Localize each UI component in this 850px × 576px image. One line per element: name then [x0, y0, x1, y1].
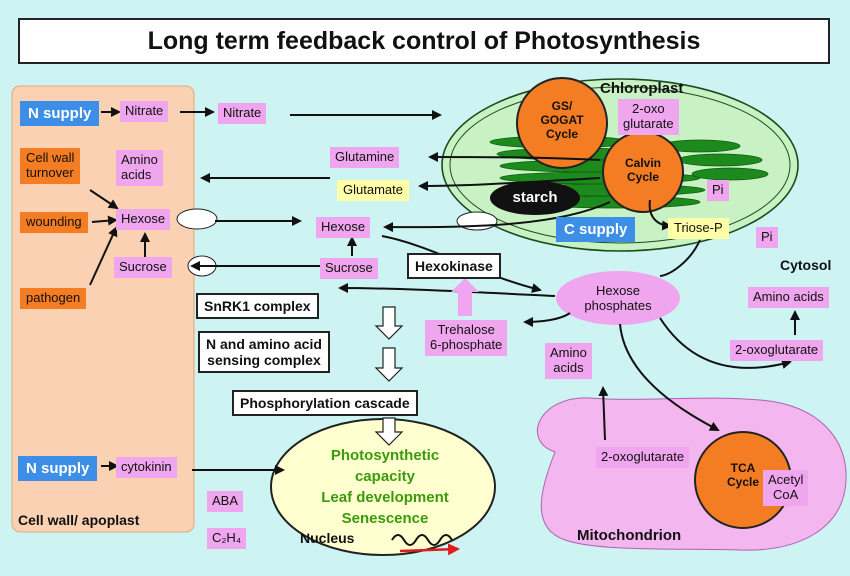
triose-p: Triose-P — [668, 218, 729, 239]
gs-gogat-circle — [516, 77, 608, 169]
gs-gogat-label: GS/ GOGAT Cycle — [540, 99, 584, 141]
chloroplast-inner — [449, 86, 791, 244]
hexose-phosphates-shape — [556, 271, 680, 325]
apoplast-hexose: Hexose — [116, 209, 171, 230]
pathogen: pathogen — [20, 288, 87, 309]
nucleus-effects: Photosynthetic capacity Leaf development… — [300, 445, 470, 529]
mitochondrion-label: Mitochondrion — [577, 527, 682, 544]
starch-shape — [490, 181, 580, 215]
hexokinase: Hexokinase — [407, 253, 501, 280]
effect-leaf-development: Leaf development — [321, 489, 449, 506]
n-supply-bottom: N supply — [18, 456, 98, 482]
chloroplast-oxoglutarate: 2-oxo glutarate — [618, 99, 679, 135]
acetyl-coa: Acetyl CoA — [763, 470, 809, 506]
chloroplast-label: Chloroplast — [600, 80, 684, 97]
hollow-arrows — [374, 306, 404, 446]
cytosol-amino-acids-mid: Amino acids — [545, 343, 592, 379]
apoplast-region — [11, 85, 195, 533]
tca-label: TCA Cycle — [726, 461, 760, 489]
cell-wall-label: Cell wall/ apoplast — [18, 512, 140, 528]
apoplast-nitrate: Nitrate — [120, 101, 169, 122]
sensing-complex: N and amino acid sensing complex — [198, 331, 330, 374]
aba: ABA — [207, 491, 244, 512]
cytosol-amino-acids: Amino acids — [748, 287, 829, 308]
transporter-apoplast — [176, 208, 218, 230]
c2h4: C₂H₄ — [207, 528, 247, 549]
apoplast-sucrose: Sucrose — [114, 257, 172, 278]
snrk1-complex: SnRK1 complex — [196, 293, 319, 320]
wounding: wounding — [20, 212, 88, 233]
nucleus-label: Nucleus — [300, 530, 355, 546]
arrows — [89, 107, 800, 475]
cell-wall-turnover: Cell wall turnover — [20, 148, 81, 184]
trehalose-6-phosphate: Trehalose 6-phosphate — [425, 320, 508, 356]
glutamine: Glutamine — [330, 147, 400, 168]
phosphorylation-cascade: Phosphorylation cascade — [232, 390, 418, 417]
glutamate: Glutamate — [337, 180, 409, 201]
cytosol-label: Cytosol — [780, 257, 832, 273]
cytosol-sucrose: Sucrose — [320, 258, 378, 279]
effect-photosynthetic: Photosynthetic — [330, 447, 440, 464]
c-supply: C supply — [556, 217, 636, 243]
cytosol-nitrate: Nitrate — [218, 103, 267, 124]
pink-up-arrow — [451, 278, 479, 316]
cytosol-hexose: Hexose — [316, 217, 371, 238]
starch-label: starch — [512, 189, 558, 206]
red-arrow — [399, 543, 460, 556]
cytosol-oxoglutarate: 2-oxoglutarate — [730, 340, 824, 361]
chloroplast-pi: Pi — [707, 180, 729, 201]
effect-senescence: Senescence — [341, 510, 429, 527]
mrna-squiggle — [391, 534, 453, 546]
mito-oxoglutarate: 2-oxoglutarate — [596, 447, 690, 468]
hexose-phosphates: Hexose phosphates — [584, 283, 652, 313]
apoplast-amino-acids: Amino acids — [116, 150, 163, 186]
n-supply-top: N supply — [20, 101, 100, 127]
effect-capacity: capacity — [354, 468, 416, 485]
cytosol-pi: Pi — [756, 227, 778, 248]
calvin-label: Calvin Cycle — [624, 156, 661, 184]
page-title: Long term feedback control of Photosynth… — [18, 18, 830, 64]
cytokinin: cytokinin — [116, 457, 177, 478]
